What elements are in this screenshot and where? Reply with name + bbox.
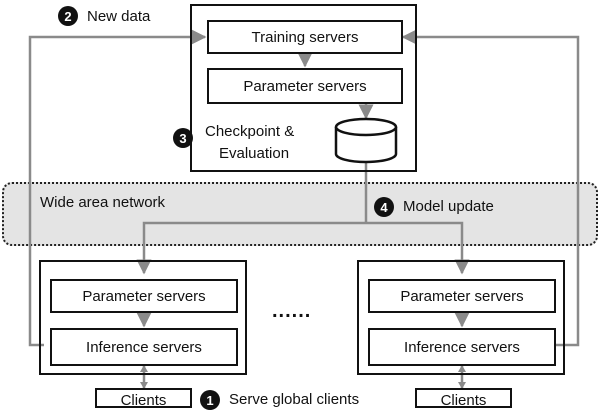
step-4-badge: 4 — [374, 197, 394, 217]
new-data-left-line — [28, 29, 207, 347]
right-clients-box: Clients — [415, 388, 512, 408]
checkpoint-database-icon — [334, 117, 398, 164]
left-inference-servers-box: Inference servers — [50, 328, 238, 366]
model-update-label: Model update — [403, 198, 494, 215]
model-update-right-branch — [366, 221, 470, 275]
left-clients-label: Clients — [120, 392, 167, 408]
left-clients-box: Clients — [95, 388, 192, 408]
training-servers-box: Training servers — [207, 20, 403, 54]
left-parameter-servers-box: Parameter servers — [50, 279, 238, 313]
step-3-badge: 3 — [173, 128, 193, 148]
left-clients-down-arrowhead — [140, 382, 148, 389]
wan-label: Wide area network — [40, 194, 166, 211]
new-data-right-line — [401, 29, 580, 347]
central-cluster-frame — [190, 4, 417, 172]
wide-area-network-band — [2, 182, 598, 246]
left-clients-up-arrowhead — [140, 365, 148, 372]
model-update-left-branch — [136, 221, 366, 275]
more-regions-ellipsis: ...... — [272, 300, 312, 322]
left-region-frame — [39, 260, 247, 375]
step-2-badge: 2 — [58, 6, 78, 26]
right-inference-servers-box: Inference servers — [368, 328, 556, 366]
new-data-label: New data — [87, 8, 151, 25]
checkpoint-label-line2: Evaluation — [219, 145, 290, 162]
right-clients-up-arrowhead — [458, 365, 466, 372]
connector-lines — [28, 29, 580, 389]
right-clients-down-arrowhead — [458, 382, 466, 389]
checkpoint-label-line1: Checkpoint & — [205, 123, 295, 140]
right-region-frame — [357, 260, 565, 375]
central-parameter-servers-box: Parameter servers — [207, 68, 403, 104]
step-1-badge: 1 — [200, 390, 220, 410]
right-clients-label: Clients — [440, 392, 487, 408]
right-parameter-servers-box: Parameter servers — [368, 279, 556, 313]
